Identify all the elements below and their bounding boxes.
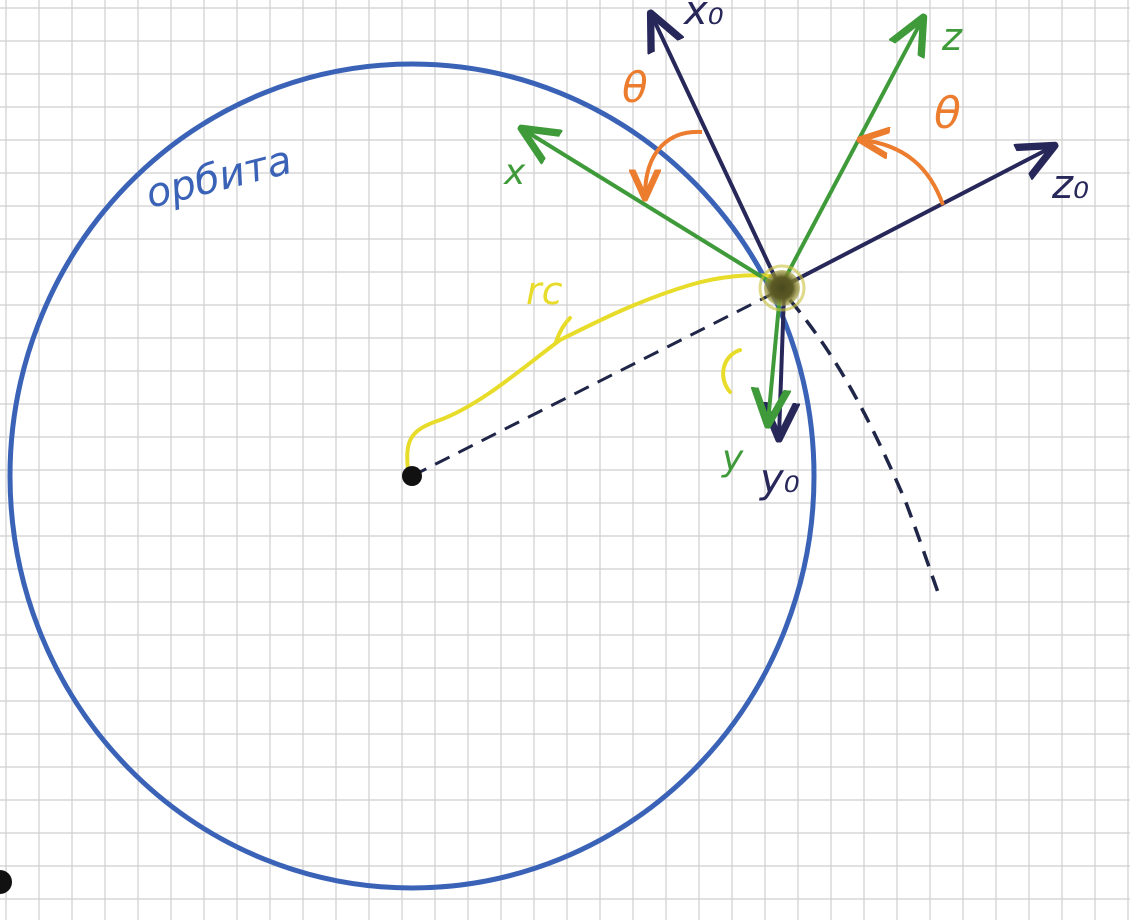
z-axis-arrow [778,20,922,289]
x0-axis-arrow [652,16,782,289]
label-z: z [941,15,963,59]
c-mark [721,348,742,394]
corner-dot [0,870,12,894]
label-rc: rc [526,269,563,313]
label-y0: y₀ [759,456,800,502]
label-theta-right: θ [934,88,961,139]
z0-axis-arrow [779,147,1052,290]
tangent-dashed-line [788,298,942,599]
x-axis-arrow [524,130,782,290]
label-x0: x₀ [682,0,724,34]
rc-brace-tick [554,316,572,344]
label-theta-left: θ [622,63,648,112]
orbit-center-point [402,466,422,486]
spacecraft-body [764,270,800,306]
theta-arc-left [645,129,703,196]
label-z0: z₀ [1051,162,1089,208]
orbit-circle [7,61,817,891]
spacecraft-body-halo [758,264,806,312]
y-axis-arrow [768,293,780,422]
label-x: x [503,152,526,193]
label-y: y [721,438,744,479]
theta-arc-right [862,140,945,206]
radius-dashed-line [411,288,781,478]
rc-brace [405,273,772,472]
